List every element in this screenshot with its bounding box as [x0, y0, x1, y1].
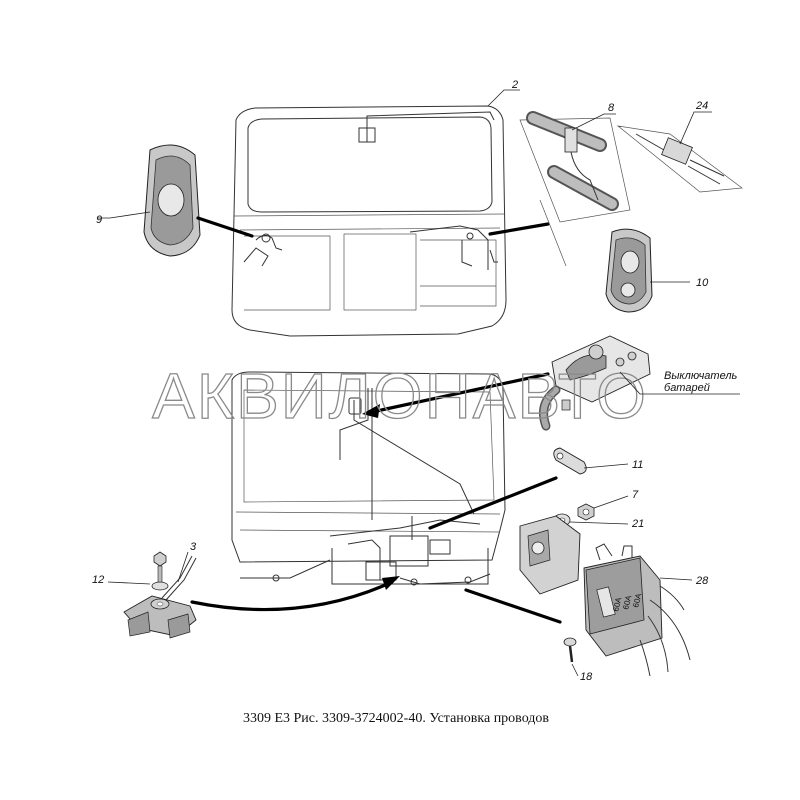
svg-text:9: 9 — [96, 214, 102, 226]
callout-3: 3 — [177, 541, 197, 583]
battery-switch — [539, 335, 651, 431]
svg-text:11: 11 — [632, 459, 643, 471]
part-18-screw — [563, 637, 577, 663]
part-9-lamp-housing — [143, 144, 201, 257]
svg-text:батарей: батарей — [664, 382, 710, 394]
callout-24: 24 — [679, 100, 712, 145]
part-12-bolt-washer — [150, 551, 170, 610]
arrow-part-9 — [196, 216, 254, 238]
svg-text:8: 8 — [608, 102, 615, 114]
callout-10: 10 — [650, 277, 709, 289]
callout-8: 8 — [571, 102, 616, 131]
svg-text:24: 24 — [695, 100, 708, 112]
callout-battery-switch: Выключатель батарей — [619, 370, 740, 395]
bracket-terminal — [519, 515, 581, 595]
arrow-battery-switch — [370, 372, 550, 414]
arrow-part-3 — [190, 580, 394, 612]
svg-text:18: 18 — [580, 671, 593, 683]
svg-text:3: 3 — [190, 541, 197, 553]
svg-text:7: 7 — [632, 489, 639, 501]
callout-28: 28 — [659, 575, 709, 587]
fuse-label-3: 60А — [631, 592, 643, 609]
arrow-part-11 — [428, 476, 558, 530]
svg-text:28: 28 — [695, 575, 709, 587]
part-7-nut — [577, 503, 595, 521]
callout-12: 12 — [92, 574, 151, 586]
svg-text:21: 21 — [631, 518, 644, 530]
fuse-label-2: 60А — [621, 594, 633, 611]
svg-text:12: 12 — [92, 574, 104, 586]
watermark-text: АКВИЛОНАВТО — [152, 360, 648, 432]
callout-7: 7 — [593, 489, 639, 509]
callout-2: 2 — [487, 79, 520, 107]
part-11-clip — [553, 447, 587, 475]
arrow-part-28 — [464, 588, 562, 624]
part-10-lamp-housing — [605, 228, 653, 313]
svg-text:Выключатель: Выключатель — [664, 370, 738, 382]
svg-text:2: 2 — [511, 79, 518, 91]
lower-cab-outline — [231, 371, 506, 586]
part-24-connector — [616, 125, 743, 193]
upper-cab-outline — [231, 105, 507, 337]
callout-18: 18 — [571, 663, 593, 683]
arrow-part-8 — [488, 222, 550, 236]
callout-21: 21 — [569, 518, 644, 530]
callout-9: 9 — [96, 211, 151, 226]
part-8-wire-clamp — [488, 111, 631, 267]
fuse-label-1: 60А — [611, 596, 623, 613]
part-28-fuse-block: 60А 60А 60А — [583, 543, 691, 677]
callout-11: 11 — [583, 459, 643, 471]
part-3-ground-wire — [123, 555, 197, 639]
svg-text:10: 10 — [696, 277, 709, 289]
figure-caption: 3309 Е3 Рис. 3309-3724002-40. Установка … — [243, 711, 549, 726]
